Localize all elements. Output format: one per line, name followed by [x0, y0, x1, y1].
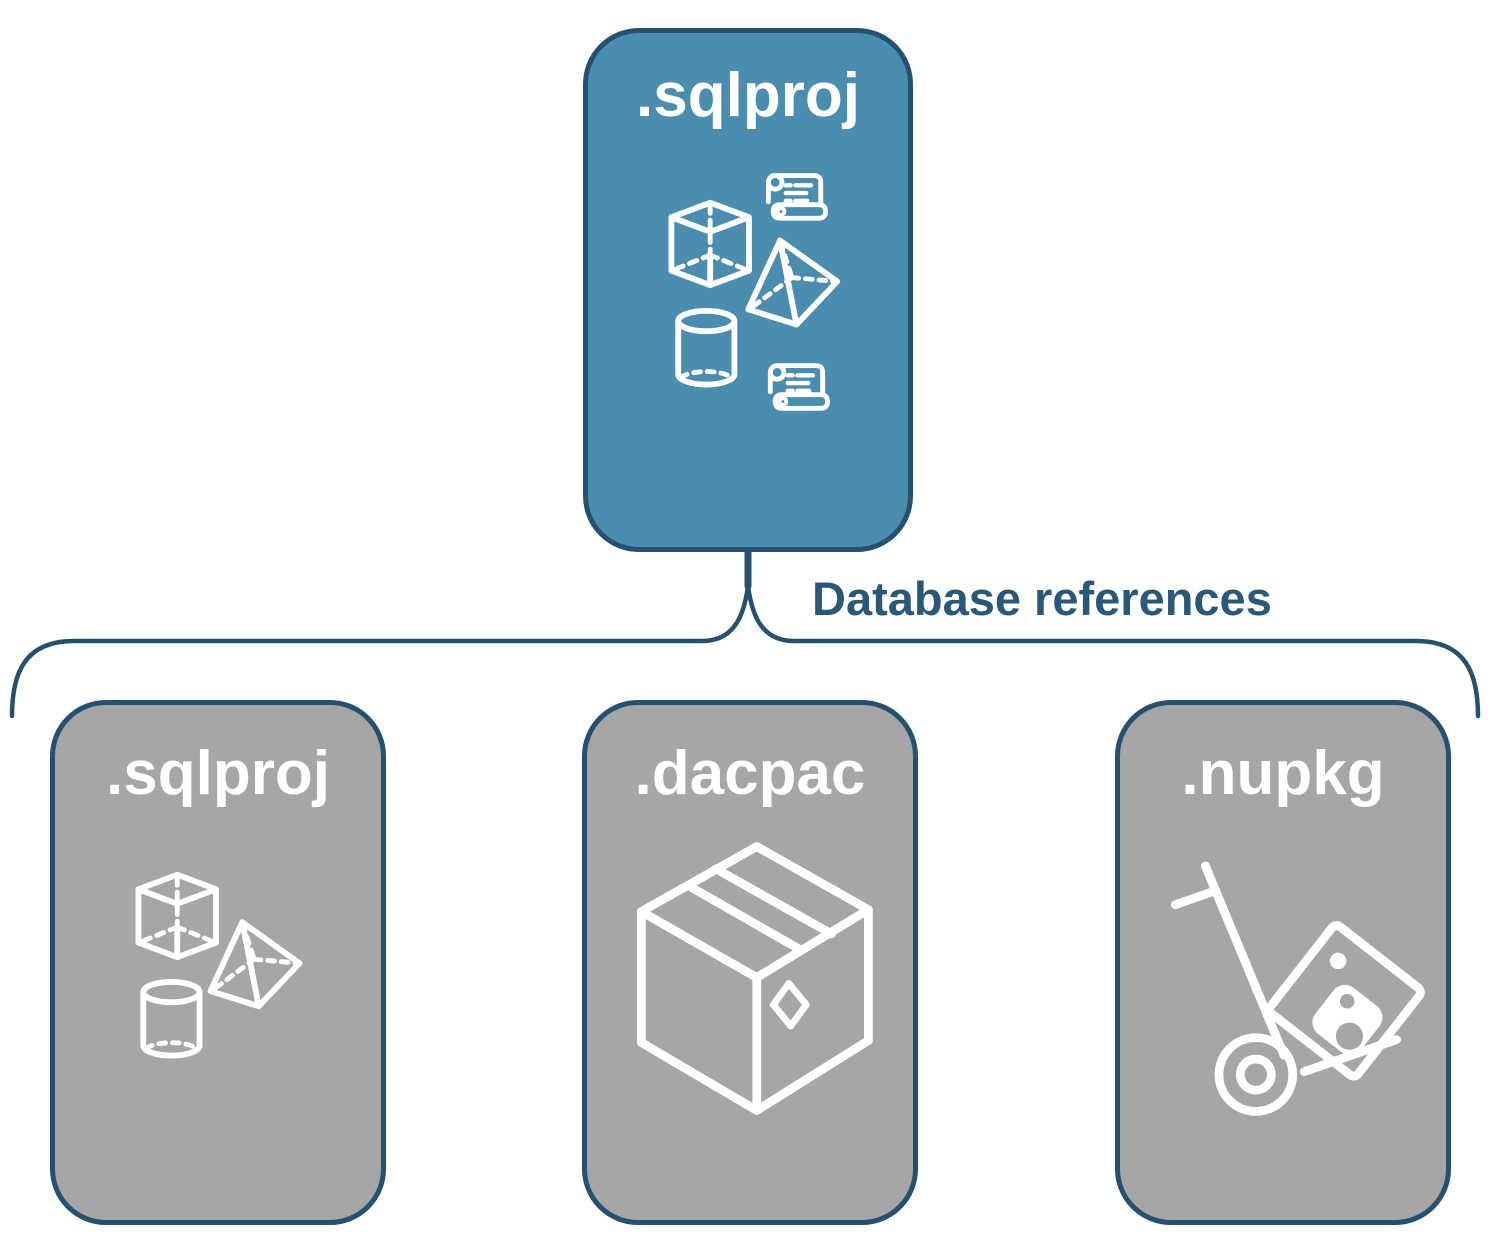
sql-objects-icon-cluster	[135, 871, 303, 1059]
node-child-sqlproj-label: .sqlproj	[106, 739, 330, 808]
node-child-dacpac: .dacpac	[582, 700, 918, 1225]
nuget-package-icon	[1265, 921, 1425, 1081]
cube-icon	[135, 871, 219, 961]
nuget-logo	[1312, 984, 1383, 1055]
cube-icon	[668, 199, 752, 289]
node-child-dacpac-label: .dacpac	[634, 739, 866, 808]
scroll-icon	[767, 363, 830, 411]
pyramid-icon	[207, 919, 303, 1010]
edge-label: Database references	[812, 572, 1272, 625]
node-child-sqlproj: .sqlproj	[50, 700, 386, 1225]
node-child-nupkg: .nupkg	[1115, 700, 1451, 1225]
package-label-icon	[769, 979, 810, 1030]
cylinder-icon	[140, 978, 203, 1059]
pyramid-icon	[745, 237, 841, 328]
sql-objects-icon-cluster	[668, 173, 841, 411]
hand-truck-package-icon	[1170, 861, 1425, 1116]
package-box-outline	[636, 842, 873, 1115]
node-root-sqlproj: .sqlproj	[583, 28, 913, 552]
package-box-icon	[636, 842, 873, 1115]
node-child-nupkg-label: .nupkg	[1181, 739, 1385, 808]
cylinder-icon	[675, 307, 738, 388]
node-root-label: .sqlproj	[636, 61, 860, 130]
scroll-icon	[765, 173, 828, 221]
hand-truck-wheel-icon	[1214, 1033, 1298, 1116]
